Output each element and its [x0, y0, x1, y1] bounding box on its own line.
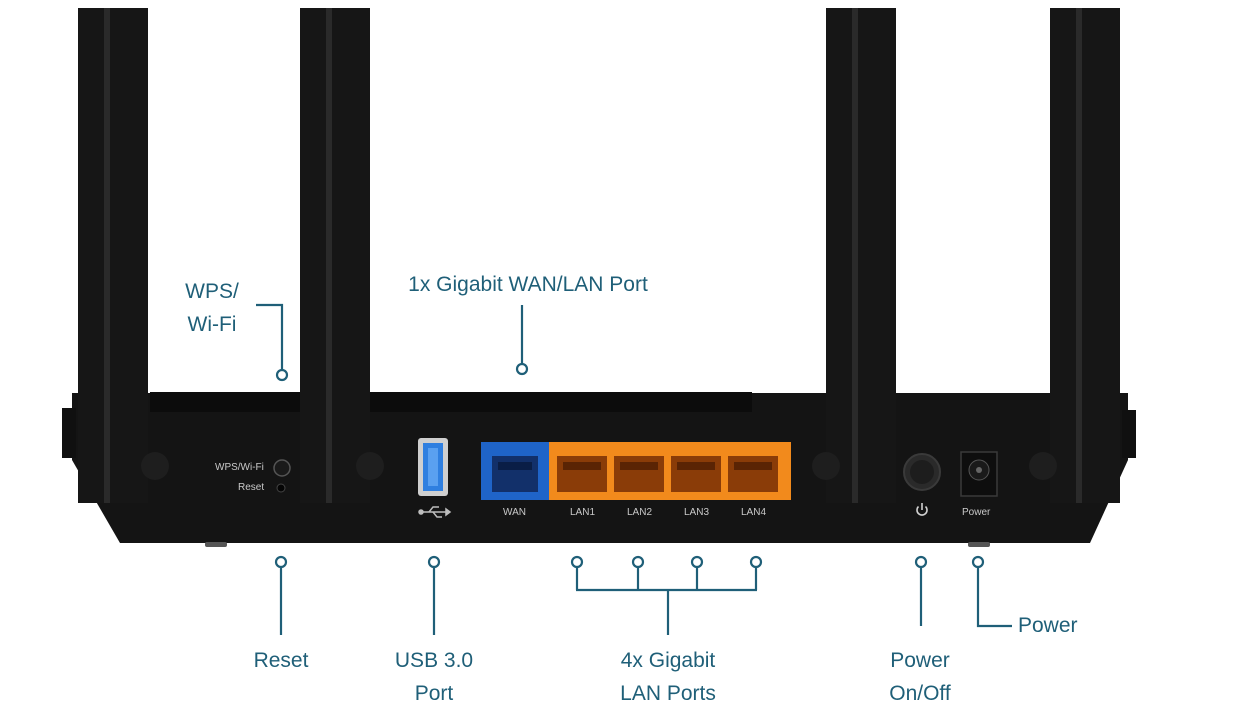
power-onoff-callout-line1: Power [890, 649, 950, 672]
lan1-port[interactable] [557, 456, 607, 492]
lan3-port[interactable] [671, 456, 721, 492]
antenna-2 [300, 8, 370, 503]
ethernet-port-block [481, 442, 791, 500]
reset-hole[interactable] [276, 483, 286, 493]
power-jack[interactable] [960, 451, 998, 497]
lan2-port[interactable] [614, 456, 664, 492]
wps-wifi-panel-label: WPS/Wi-Fi [215, 462, 264, 473]
usb-callout: USB 3.0 Port [384, 644, 484, 710]
usb-port[interactable] [418, 438, 448, 496]
antenna-1 [78, 8, 148, 503]
lan-ports-callout: 4x Gigabit LAN Ports [598, 644, 738, 710]
usb-callout-line2: Port [414, 682, 454, 705]
leader-lines [256, 303, 1012, 635]
power-callout: Power [1018, 614, 1078, 637]
power-onoff-callout: Power On/Off [870, 644, 970, 710]
usb-icon [418, 506, 452, 518]
antenna-4 [1050, 8, 1120, 503]
wan-panel-label: WAN [503, 507, 526, 518]
power-panel-label: Power [962, 507, 991, 518]
wps-wifi-callout-line2: Wi-Fi [187, 313, 237, 336]
lan3-panel-label: LAN3 [684, 507, 710, 518]
lan-ports-callout-line1: 4x Gigabit [620, 649, 716, 672]
power-button[interactable] [903, 453, 941, 491]
reset-callout: Reset [253, 649, 309, 672]
power-onoff-callout-line2: On/Off [889, 682, 951, 705]
lan1-panel-label: LAN1 [570, 507, 596, 518]
power-symbol-icon [916, 503, 928, 516]
wps-button[interactable] [273, 459, 291, 477]
wps-wifi-callout-line1: WPS/ [185, 280, 239, 303]
wan-port-callout: 1x Gigabit WAN/LAN Port [408, 273, 648, 296]
lan4-panel-label: LAN4 [741, 507, 767, 518]
lan4-port[interactable] [728, 456, 778, 492]
lan2-panel-label: LAN2 [627, 507, 653, 518]
antenna-3 [826, 8, 896, 503]
reset-panel-label: Reset [238, 482, 265, 493]
wps-wifi-callout: WPS/ Wi-Fi [176, 275, 248, 341]
usb-callout-line1: USB 3.0 [394, 649, 474, 672]
lan-ports-callout-line2: LAN Ports [620, 682, 716, 705]
